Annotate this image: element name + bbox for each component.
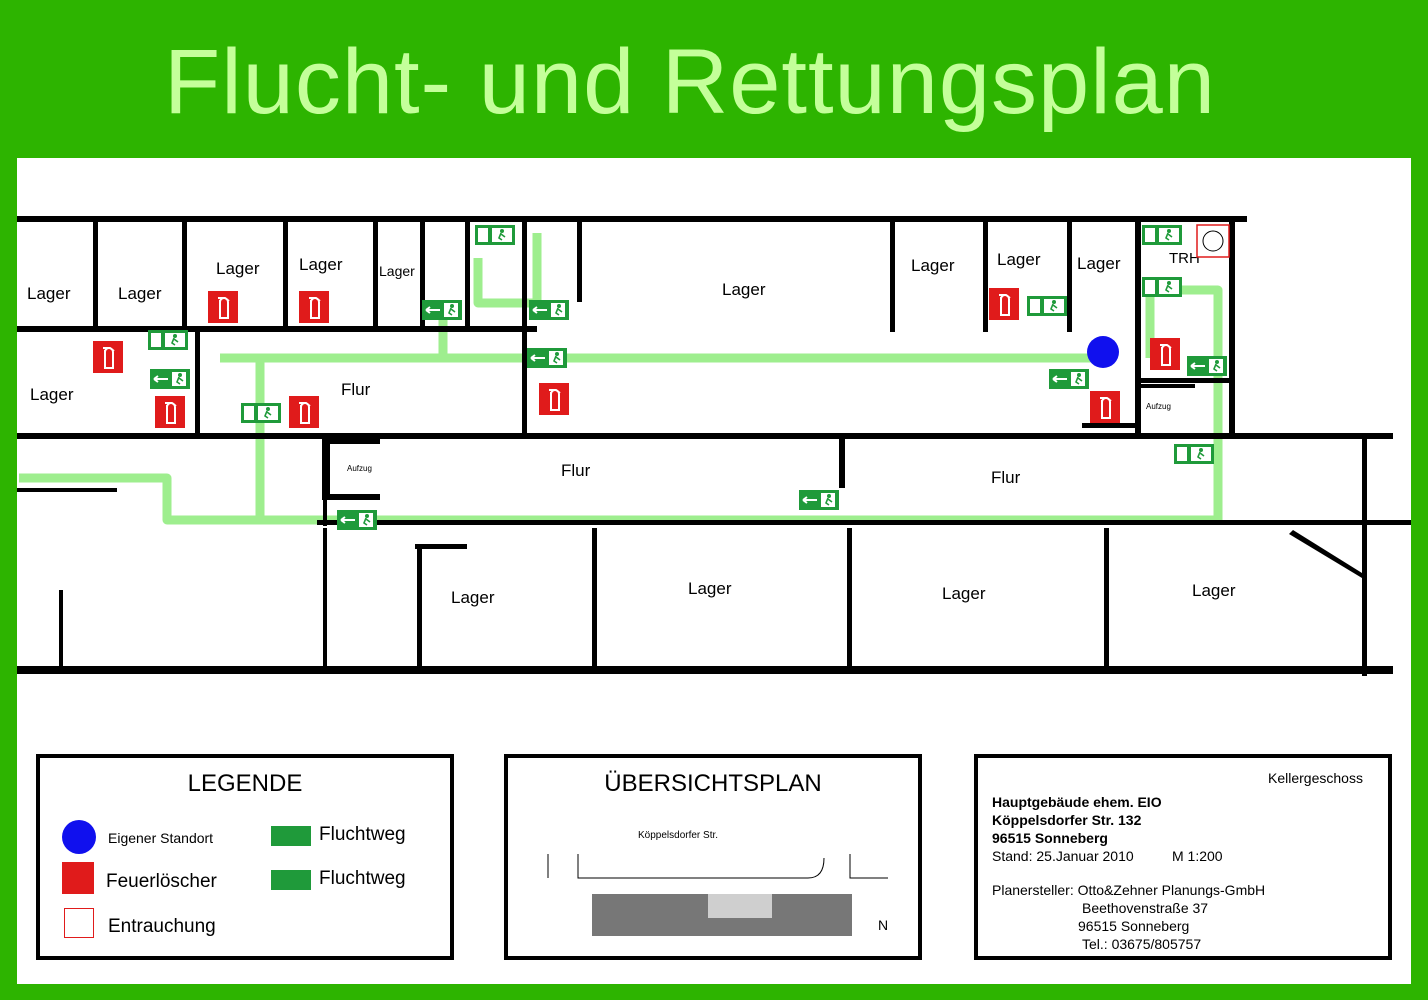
room-lager: Lager: [118, 284, 162, 303]
overview-street-label: Köppelsdorfer Str.: [638, 830, 719, 841]
room-lager: Lager: [911, 256, 955, 275]
overview-title: ÜBERSICHTSPLAN: [604, 770, 822, 797]
planer-label: Planersteller: Otto&Zehner Planungs-GmbH: [992, 882, 1266, 898]
room-flur: Flur: [341, 380, 371, 399]
legend-standort: Eigener Standort: [108, 830, 214, 846]
room-lager: Lager: [1077, 254, 1121, 273]
room-aufzug: Aufzug: [347, 464, 372, 473]
escape-arrow-icon: [271, 870, 311, 890]
room-lager: Lager: [30, 385, 74, 404]
north-label: N: [878, 917, 888, 933]
plan-paper: Lager Lager Lager Lager Lager Lager Lage…: [17, 158, 1411, 984]
smoke-extraction-icon: [1196, 224, 1230, 258]
legend-box: LEGENDE Eigener Standort Feuerlöscher En…: [36, 754, 454, 960]
room-lager: Lager: [997, 250, 1041, 269]
room-trh: TRH: [1169, 250, 1200, 267]
floor-label: Kellergeschoss: [1268, 770, 1363, 786]
planer-city: 96515 Sonneberg: [1078, 918, 1190, 934]
walls: [17, 216, 1411, 676]
legend-entrauchung: Entrauchung: [108, 916, 216, 937]
scale: M 1:200: [1172, 848, 1223, 864]
escape-door-icon: [271, 826, 311, 846]
planer-street: Beethovenstraße 37: [1082, 900, 1209, 916]
info-box: Kellergeschoss Hauptgebäude ehem. EIO Kö…: [974, 754, 1392, 960]
room-lager: Lager: [379, 263, 415, 279]
room-aufzug: Aufzug: [1146, 402, 1171, 411]
floor-plan: Lager Lager Lager Lager Lager Lager Lage…: [17, 216, 1411, 676]
room-lager: Lager: [1192, 581, 1236, 600]
room-lager: Lager: [451, 588, 495, 607]
building-street: Köppelsdorfer Str. 132: [992, 812, 1142, 828]
overview-box: ÜBERSICHTSPLAN Köppelsdorfer Str. N: [504, 754, 922, 960]
building-city: 96515 Sonneberg: [992, 830, 1108, 846]
legend-feuerloescher: Feuerlöscher: [106, 871, 217, 892]
room-lager: Lager: [722, 280, 766, 299]
fire-extinguisher-icon: [62, 862, 94, 894]
legend-fluchtweg-2: Fluchtweg: [319, 868, 406, 889]
room-lager: Lager: [942, 584, 986, 603]
room-lager: Lager: [299, 255, 343, 274]
own-location-marker: [1087, 336, 1119, 368]
overview-map: N: [547, 854, 888, 936]
room-lager: Lager: [27, 284, 71, 303]
legend-title: LEGENDE: [187, 770, 303, 797]
room-lager: Lager: [688, 579, 732, 598]
planer-tel: Tel.: 03675/805757: [1082, 936, 1202, 952]
building-name: Hauptgebäude ehem. EIO: [992, 794, 1162, 810]
smoke-extraction-icon: [64, 908, 94, 938]
room-flur: Flur: [561, 461, 591, 480]
own-location-icon: [62, 820, 96, 854]
room-flur: Flur: [991, 468, 1021, 487]
legend-fluchtweg-1: Fluchtweg: [319, 824, 406, 845]
stand-date: Stand: 25.Januar 2010: [992, 848, 1134, 864]
room-lager: Lager: [216, 259, 260, 278]
plan-title: Flucht- und Rettungsplan: [164, 31, 1216, 133]
